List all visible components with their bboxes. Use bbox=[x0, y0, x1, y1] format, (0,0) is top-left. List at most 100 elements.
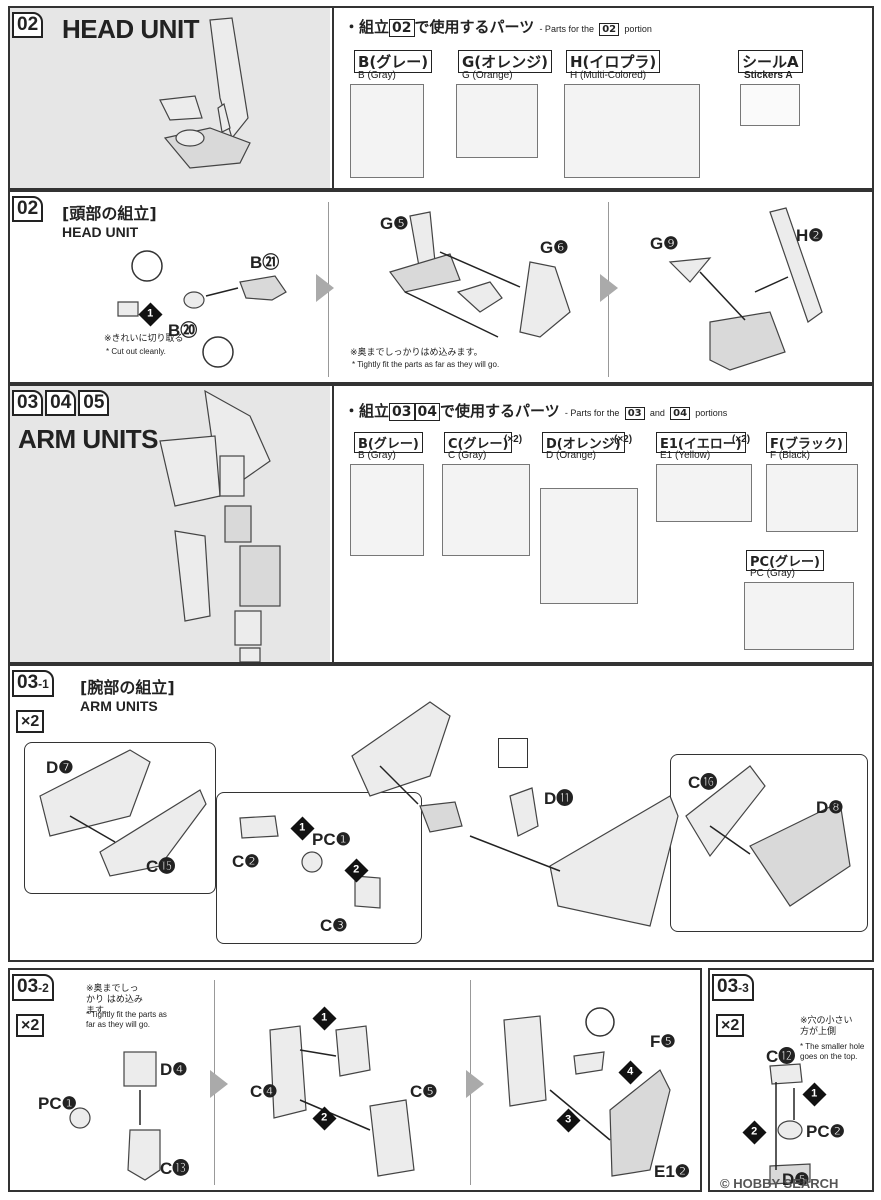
callout-d4: D❹ bbox=[160, 1060, 188, 1079]
note-fit-en: * Tightly fit the parts as far as they w… bbox=[352, 360, 500, 369]
detail-box-left bbox=[24, 742, 216, 894]
callout-f5: F❺ bbox=[650, 1032, 676, 1051]
section-title-head: HEAD UNIT bbox=[62, 14, 200, 44]
callout-d8: D❽ bbox=[816, 798, 844, 817]
parts-h-sub: H (Multi-Colored) bbox=[570, 70, 647, 81]
sprue-b bbox=[350, 84, 424, 178]
step-badge-05: 05 bbox=[78, 390, 110, 416]
note-cut-jp: ※きれいに切り取る bbox=[104, 334, 184, 344]
section-title-arm: ARM UNITS bbox=[18, 424, 158, 454]
step-02-panel: 02 [頭部の組立] HEAD UNIT B㉑ B⑳ 1 ※きれいに切り取る *… bbox=[8, 190, 874, 384]
callout-b21: B㉑ bbox=[250, 253, 280, 272]
arm-sprue-pc bbox=[744, 582, 854, 650]
flow-arrow-4 bbox=[466, 1070, 484, 1098]
arm-unit-illustration bbox=[159, 389, 281, 662]
flow-arrow-1 bbox=[316, 274, 334, 302]
step-badge-02b: 02 bbox=[12, 196, 44, 222]
arm-parts-d-label: D(オレンジ) bbox=[542, 432, 625, 453]
callout-c3: C❸ bbox=[320, 916, 348, 935]
step-03-3-illustration bbox=[769, 1063, 811, 1185]
arm-sprue-e1 bbox=[656, 464, 752, 522]
callout-c2: C❷ bbox=[232, 852, 260, 871]
arm-parts-f-label: F(ブラック) bbox=[766, 432, 847, 453]
arm-parts-pc-sub: PC (Gray) bbox=[750, 568, 795, 579]
callout-pc1b: PC❶ bbox=[38, 1094, 77, 1113]
flow-arrow-2 bbox=[600, 274, 618, 302]
callout-c4: C❹ bbox=[250, 1082, 278, 1101]
callout-c13: C⓭ bbox=[160, 1159, 190, 1178]
step-03-1-illustration bbox=[39, 701, 851, 927]
multiplier-badge-2: ×2 bbox=[16, 1014, 45, 1037]
arm-parts-c-mult: (×2) bbox=[504, 434, 523, 445]
parts-g-label: G(オレンジ) bbox=[458, 50, 553, 73]
note-fit-jp: ※奥までしっかりはめ込みます。 bbox=[350, 348, 483, 358]
step-badge-03-2: 03-2 bbox=[12, 974, 54, 1001]
watermark-icon: © bbox=[720, 1176, 730, 1191]
parts-sticker-sub: Stickers A bbox=[744, 70, 793, 81]
callout-c5: C❺ bbox=[410, 1082, 438, 1101]
callout-d5: D❺ bbox=[782, 1170, 810, 1189]
sticker-mark-box bbox=[498, 738, 528, 768]
arm-sprue-d bbox=[540, 488, 638, 604]
multiplier-badge: ×2 bbox=[16, 710, 45, 733]
step-badge-03-1: 03-1 bbox=[12, 670, 54, 697]
arm-parts-b-label: B(グレー) bbox=[354, 432, 423, 453]
hobby-search-watermark: © HOBBY SEARCH bbox=[720, 1176, 839, 1191]
arm-parts-c-sub: C (Gray) bbox=[448, 450, 487, 461]
arm-parts-e1-label: E1(イエロー) bbox=[656, 432, 746, 453]
step-03-2-panel: 03-2 ×2 ※奥までしっかり はめ込みます。 * Tightly fit t… bbox=[8, 968, 702, 1192]
head-preview-panel bbox=[10, 8, 330, 188]
arm-parts-e1-mult: (×2) bbox=[732, 434, 751, 445]
callout-d11: D⓫ bbox=[544, 789, 574, 808]
step-badge-04: 04 bbox=[45, 390, 77, 416]
parts-sticker-label: シールA bbox=[738, 50, 803, 73]
arm-parts-e1-sub: E1 (Yellow) bbox=[660, 450, 711, 461]
step-badge-03: 03 bbox=[12, 390, 44, 416]
callout-g9: G❾ bbox=[650, 234, 679, 253]
callout-c15: C⓯ bbox=[146, 857, 176, 876]
note-cut-en: * Cut out cleanly. bbox=[106, 347, 166, 356]
note-hole-en: * The smaller hole goes on the top. bbox=[800, 1042, 865, 1061]
callout-g5: G❺ bbox=[380, 214, 409, 233]
detail-box-center bbox=[216, 792, 422, 944]
step-02-illustration bbox=[117, 207, 823, 371]
arm-parts-d-mult: (×2) bbox=[614, 434, 633, 445]
parts-g-sub: G (Orange) bbox=[462, 70, 513, 81]
step-badge-02: 02 bbox=[12, 12, 44, 38]
step-03-3-panel: 03-3 ×2 ※穴の小さい 方が上側 * The smaller hole g… bbox=[708, 968, 874, 1192]
step-03-2-illustration bbox=[69, 1007, 671, 1181]
callout-pc2: PC❷ bbox=[806, 1122, 845, 1141]
callout-c16: C⓰ bbox=[688, 773, 718, 792]
callout-b20: B⑳ bbox=[168, 321, 198, 340]
callout-e12: E1❷ bbox=[654, 1162, 691, 1181]
sprue-g bbox=[456, 84, 538, 158]
sticker-sheet bbox=[740, 84, 800, 126]
arm-parts-f-sub: F (Black) bbox=[770, 450, 810, 461]
callout-c12: C⓬ bbox=[766, 1047, 796, 1066]
callout-d7: D❼ bbox=[46, 758, 74, 777]
step-03-1-title-en: ARM UNITS bbox=[80, 698, 158, 714]
arm-parts-b-sub: B (Gray) bbox=[358, 450, 396, 461]
sprue-h bbox=[564, 84, 700, 178]
arm-parts-d-sub: D (Orange) bbox=[546, 450, 597, 461]
arm-preview-panel bbox=[10, 386, 330, 662]
parts-b-sub: B (Gray) bbox=[358, 70, 396, 81]
step-03-1-panel: 03-1 [腕部の組立] ARM UNITS ×2 D❼ C⓯ 1 2 PC❶ … bbox=[8, 664, 874, 962]
step-03-1-title-jp: [腕部の組立] bbox=[80, 678, 175, 697]
step-badge-03-3: 03-3 bbox=[712, 974, 754, 1001]
parts-h-label: H(イロプラ) bbox=[566, 50, 661, 73]
flow-arrow-3 bbox=[210, 1070, 228, 1098]
note-fit2-jp: ※奥までしっかり はめ込みます。 bbox=[86, 984, 143, 1016]
arm-parts-pc-label: PC(グレー) bbox=[746, 550, 824, 571]
arm-sprue-b bbox=[350, 464, 424, 556]
arm-sprue-f bbox=[766, 464, 858, 532]
arm-sprue-c bbox=[442, 464, 530, 556]
multiplier-badge-3: ×2 bbox=[716, 1014, 745, 1037]
arm-parts-c-label: C(グレー) bbox=[444, 432, 513, 453]
note-fit2-en: * Tightly fit the parts as far as they w… bbox=[86, 1010, 167, 1029]
callout-g6: G❻ bbox=[540, 238, 569, 257]
